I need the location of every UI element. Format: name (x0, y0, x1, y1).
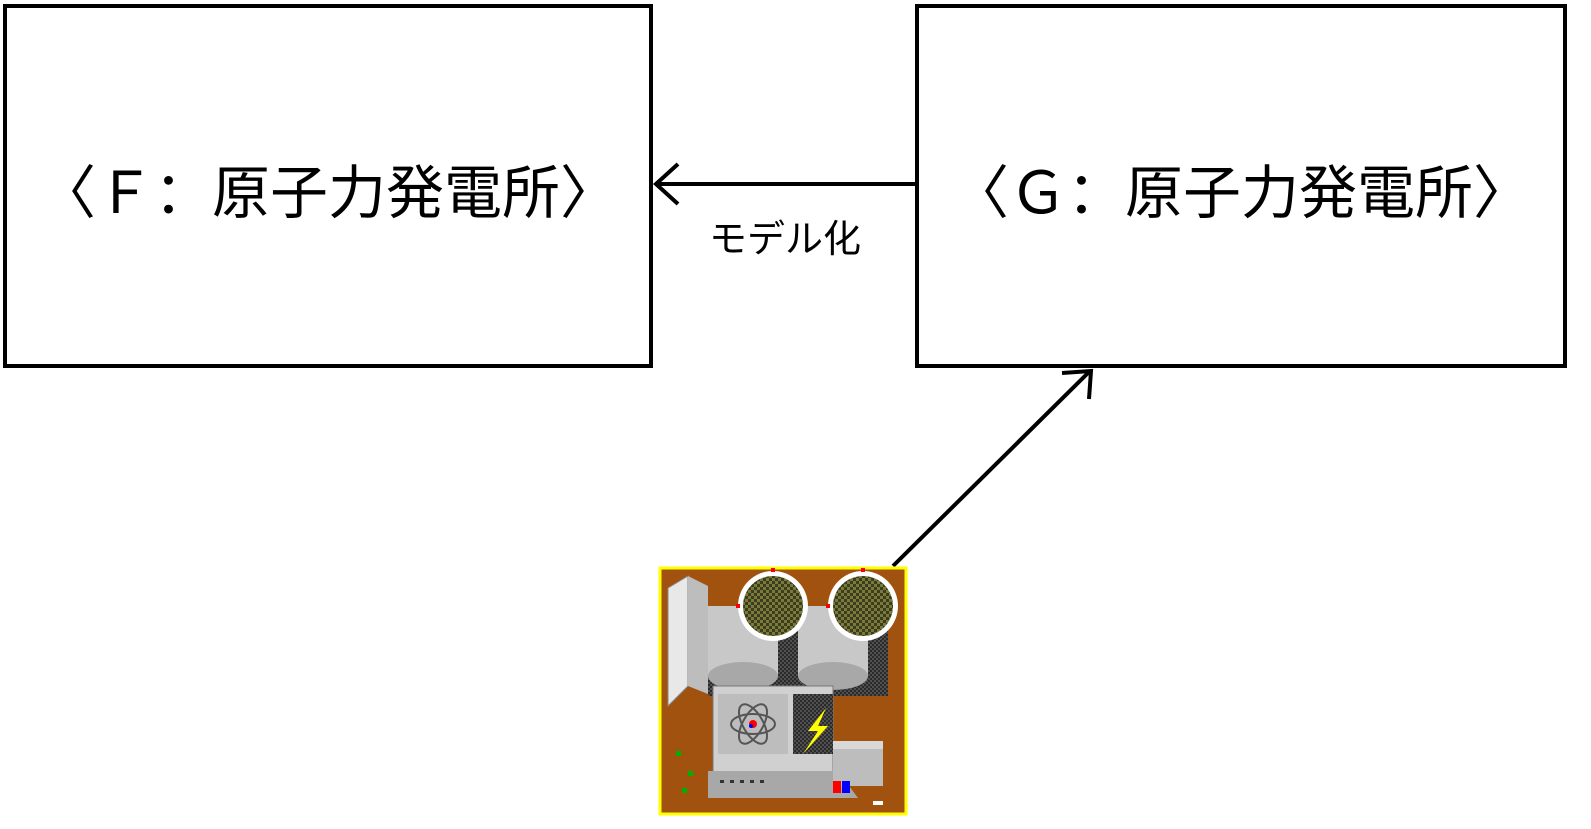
nuclear-power-plant-icon (658, 566, 908, 816)
modeling-edge-label: モデル化 (680, 214, 890, 264)
icon-to-g-arrow-line (893, 371, 1090, 566)
